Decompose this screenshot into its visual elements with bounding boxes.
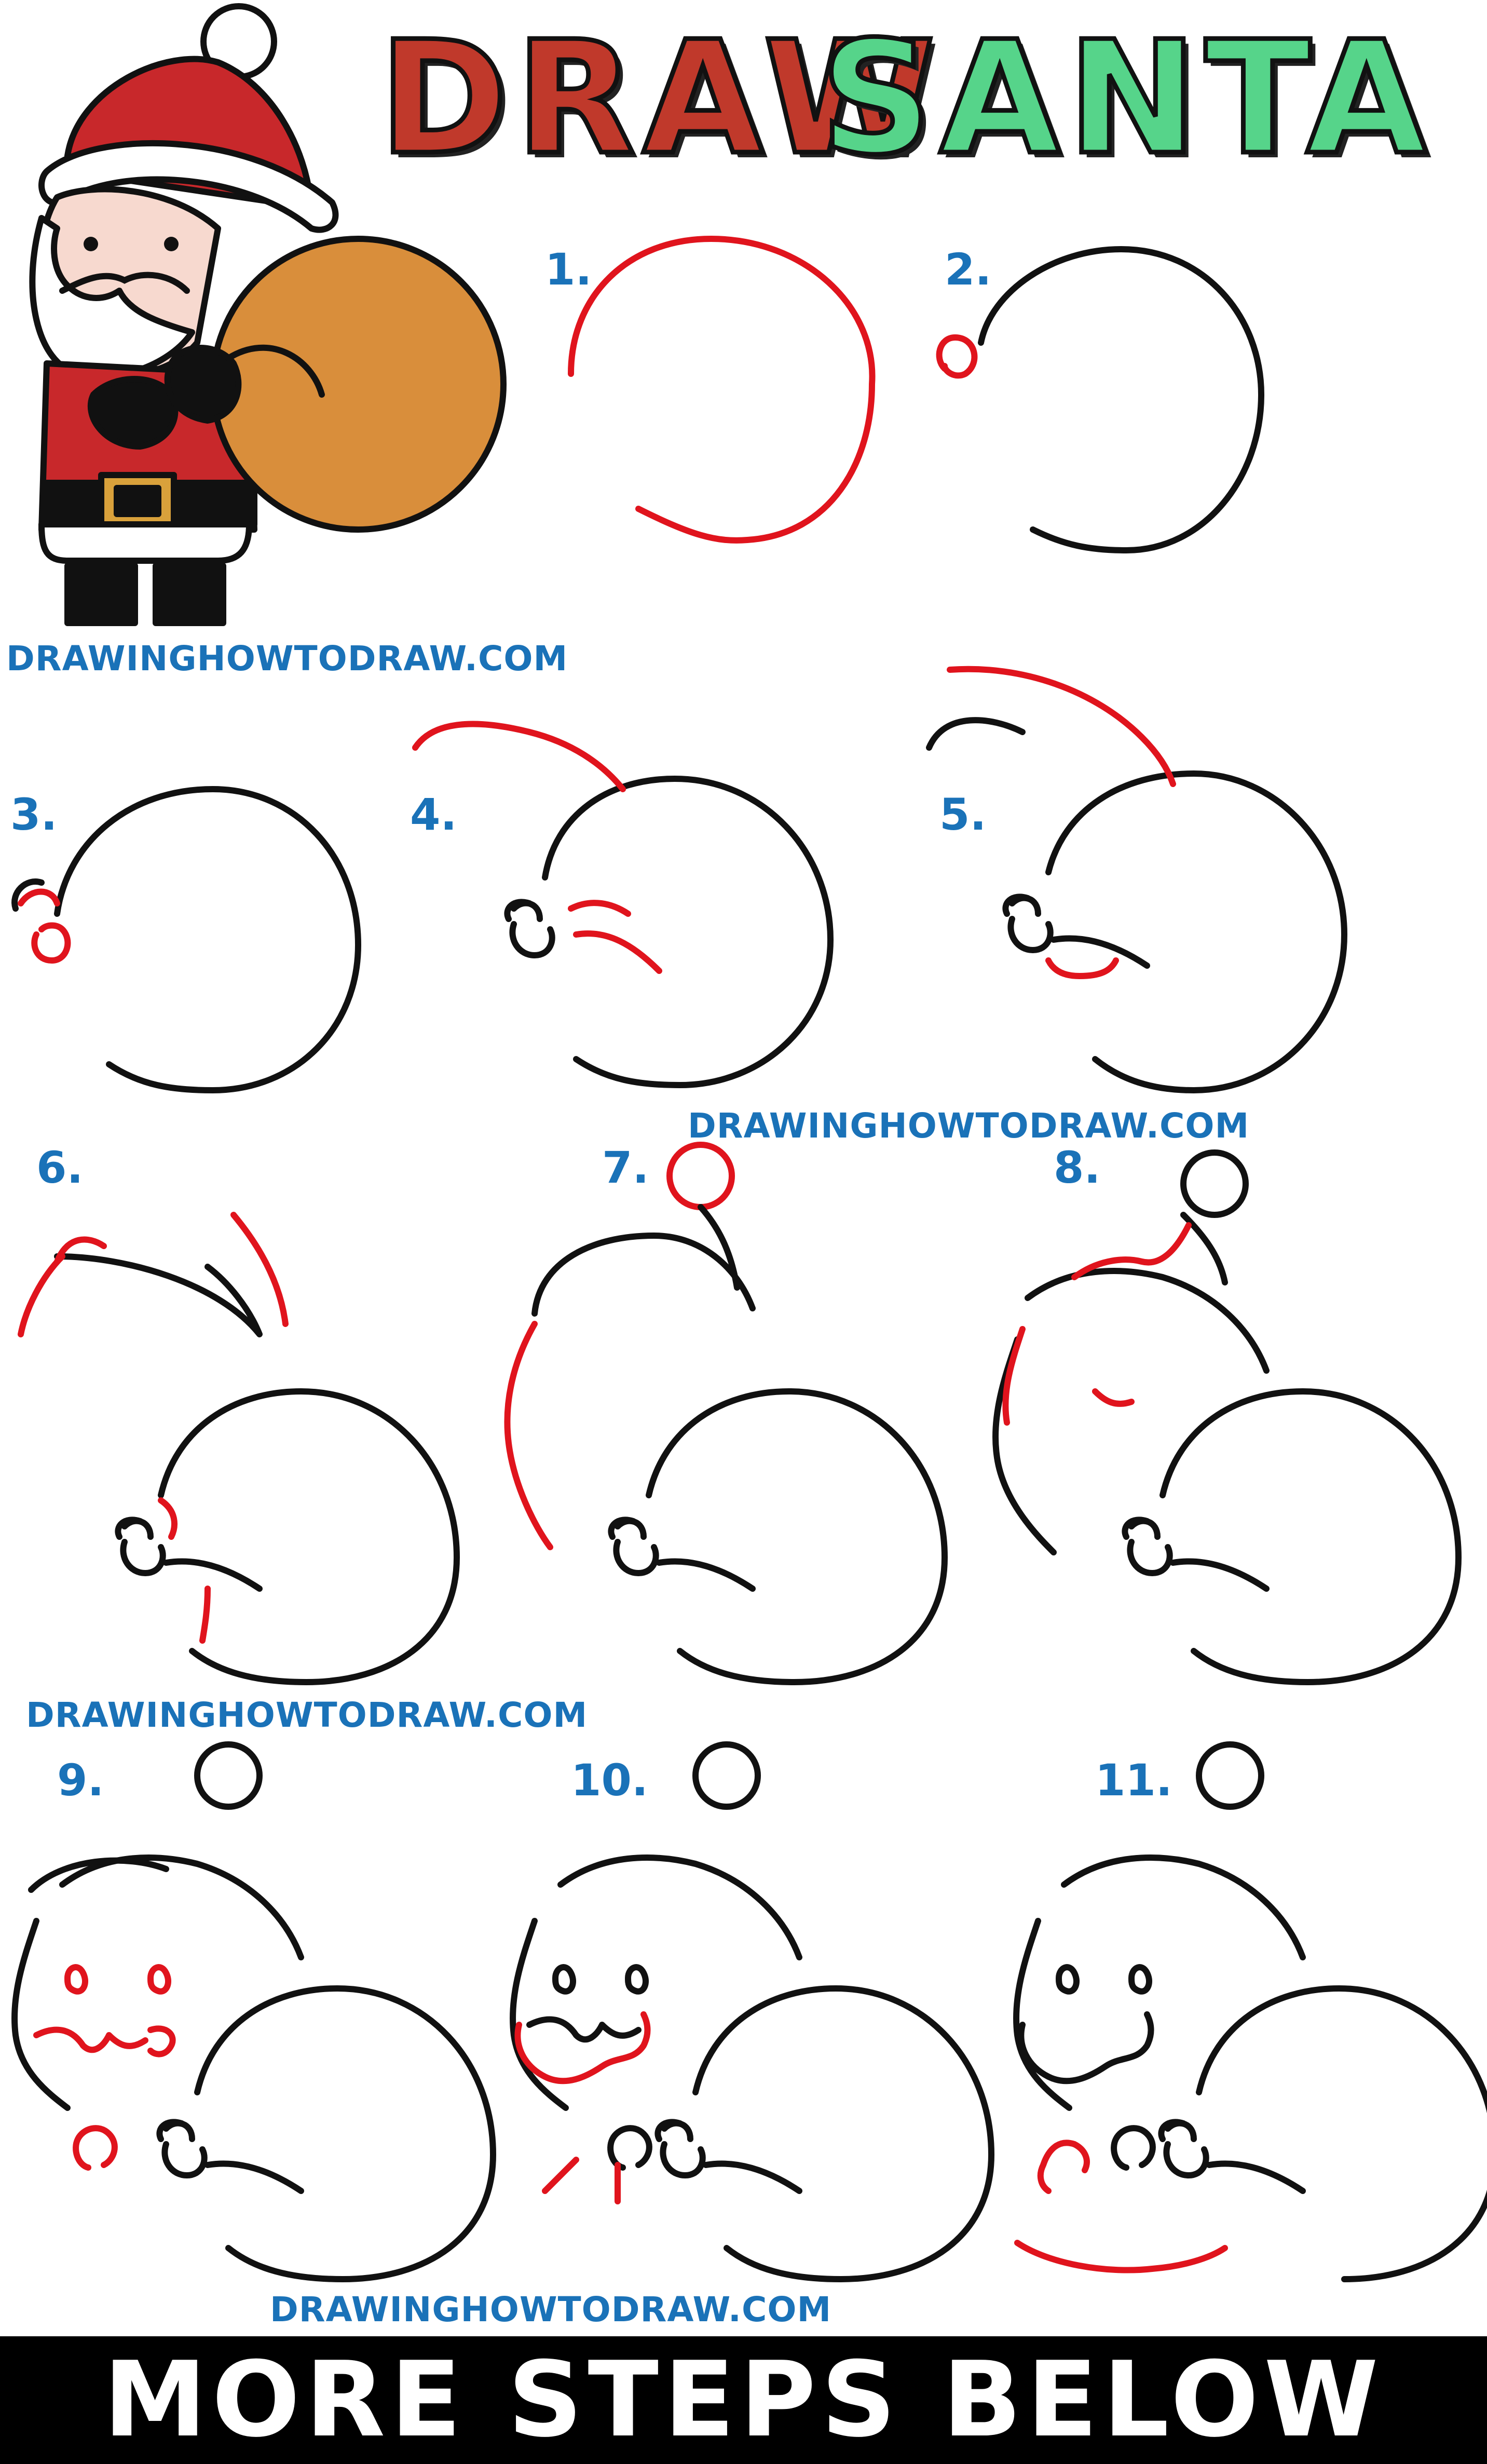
step-8-drawing: [992, 1149, 1462, 1685]
watermark-2: DRAWINGHOWTODRAW.COM: [688, 1106, 1250, 1146]
step-7-drawing: [504, 1142, 948, 1685]
step-number-6: 6.: [36, 1142, 84, 1193]
step-number-9: 9.: [57, 1755, 104, 1806]
step-number-2: 2.: [945, 244, 992, 295]
finished-santa-illustration: [29, 3, 507, 626]
step-number-5: 5.: [939, 789, 987, 840]
watermark-4: DRAWINGHOWTODRAW.COM: [270, 2290, 832, 2330]
step-1-drawing: [568, 236, 876, 544]
step-number-4: 4.: [410, 789, 457, 840]
step-number-1: 1.: [545, 244, 592, 295]
step-2-drawing: [936, 246, 1264, 553]
step-5-drawing: [926, 666, 1347, 1093]
step-10-drawing: [510, 1741, 994, 2282]
step-number-10: 10.: [571, 1755, 648, 1806]
step-11-drawing: [1013, 1741, 1487, 2282]
bottom-banner: [0, 2336, 1487, 2464]
step-3-drawing: [11, 786, 361, 1093]
more-steps-label: MORE STEPS BELOW: [103, 2339, 1384, 2460]
watermark-1: DRAWINGHOWTODRAW.COM: [6, 639, 568, 679]
step-number-11: 11.: [1095, 1755, 1172, 1806]
step-9-drawing: [11, 1741, 496, 2282]
step-6-drawing: [18, 1212, 460, 1685]
title-santa: SANTA: [818, 8, 1434, 189]
step-4-drawing: [412, 721, 834, 1088]
step-number-7: 7.: [602, 1142, 649, 1193]
step-number-8: 8.: [1054, 1142, 1101, 1193]
title-draw: DRAW: [377, 8, 943, 189]
watermark-3: DRAWINGHOWTODRAW.COM: [26, 1695, 588, 1735]
step-number-3: 3.: [10, 789, 58, 840]
